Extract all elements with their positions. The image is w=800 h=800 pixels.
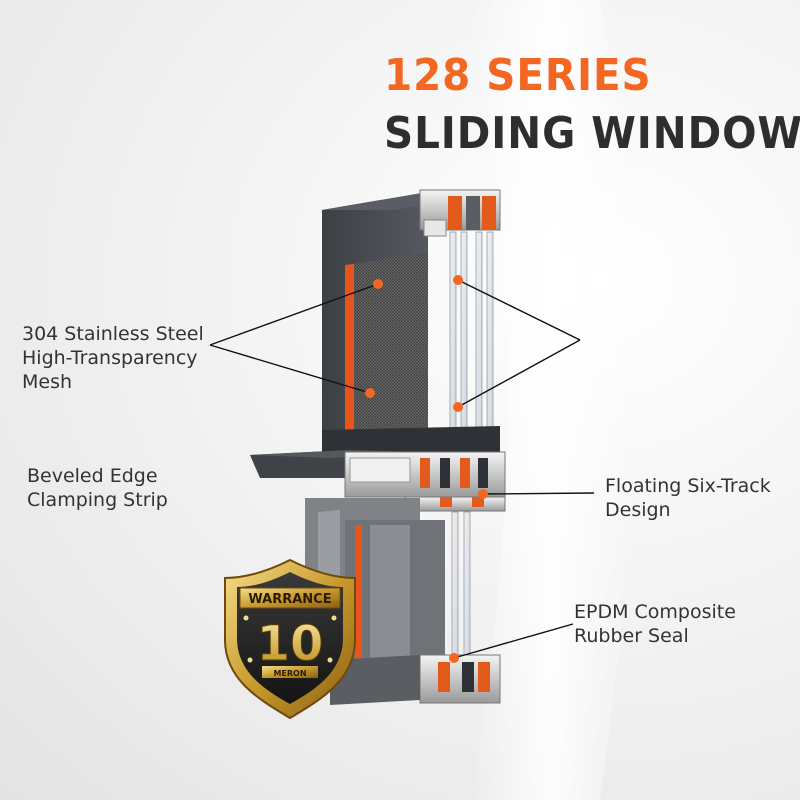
callout-clamping-line2: Clamping Strip	[27, 489, 168, 511]
title-product: SLIDING WINDOW	[384, 108, 800, 159]
badge-number: 10	[257, 616, 324, 672]
callout-rubber-seal: EPDM Composite Rubber Seal	[574, 600, 736, 648]
badge-top-text: WARRANCE	[248, 592, 331, 607]
callout-clamping-strip: Beveled Edge Clamping Strip	[27, 464, 168, 512]
callout-track-line2: Design	[605, 499, 671, 521]
callout-lines	[209, 279, 595, 659]
badge-rivets	[243, 615, 337, 663]
callout-seal-line1: EPDM Composite	[574, 601, 736, 623]
callout-mesh: 304 Stainless Steel High-Transparency Me…	[22, 322, 204, 394]
callout-dots	[365, 275, 488, 663]
callout-track-line1: Floating Six-Track	[605, 475, 771, 497]
callout-mesh-line1: 304 Stainless Steel	[22, 323, 204, 345]
callout-six-track: Floating Six-Track Design	[605, 474, 771, 522]
callout-mesh-line2: High-Transparency	[22, 347, 198, 369]
badge-brand: MERON	[273, 669, 306, 678]
callout-seal-line2: Rubber Seal	[574, 625, 689, 647]
title-series: 128 SERIES	[384, 50, 652, 101]
callout-clamping-line1: Beveled Edge	[27, 465, 158, 487]
middle-transom	[250, 450, 506, 512]
callout-mesh-line3: Mesh	[22, 371, 73, 393]
